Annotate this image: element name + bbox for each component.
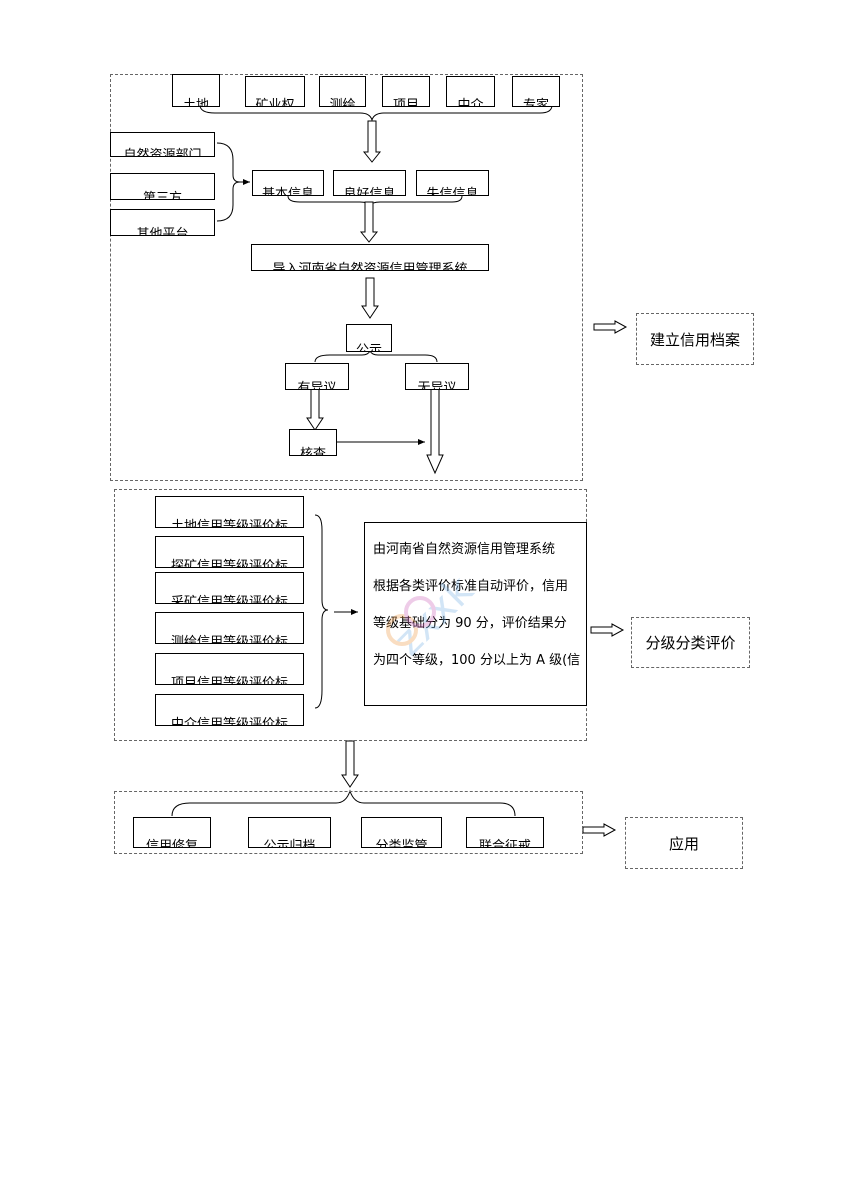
subject-box-intermediary: 中介: [446, 76, 495, 107]
description-line: 由河南省自然资源信用管理系统: [373, 542, 556, 557]
standard-label: 探矿信用等级评价标: [170, 559, 288, 568]
evaluation-description-box: 由河南省自然资源信用管理系统 根据各类评价标准自动评价，信用 等级基础分为 90…: [364, 522, 587, 706]
standard-box-surveying: 测绘信用等级评价标: [155, 612, 304, 644]
standard-box-mining: 采矿信用等级评价标: [155, 572, 304, 604]
subject-label: 土地: [182, 98, 209, 107]
info-label: 基本信息: [261, 187, 314, 196]
app-box-classified-supervision: 分类监管: [361, 817, 442, 848]
subject-box-land: 土地: [172, 74, 220, 107]
standard-box-exploration: 探矿信用等级评价标: [155, 536, 304, 568]
description-line: 根据各类评价标准自动评价，信用: [373, 579, 569, 594]
source-label: 自然资源部门: [123, 148, 202, 157]
subject-box-surveying: 测绘: [319, 76, 366, 107]
side-label-application: 应用: [625, 817, 743, 869]
channel-box-objection: 有异议: [285, 363, 349, 390]
platform-import-box: 导入河南省自然资源信用管理系统: [251, 244, 489, 271]
publicity-box: 公示: [346, 324, 392, 352]
app-label: 公示归档: [263, 839, 316, 848]
source-box-third-party: 第三方: [110, 173, 215, 200]
standard-box-intermediary: 中介信用等级评价标: [155, 694, 304, 726]
app-label: 分类监管: [375, 839, 428, 848]
verify-box: 核查: [289, 429, 337, 456]
app-box-joint-punishment: 联合征戒: [466, 817, 544, 848]
side-label-build-credit-archive: 建立信用档案: [636, 313, 754, 365]
source-box-natural-resources-dept: 自然资源部门: [110, 132, 215, 157]
channel-label: 有异议: [297, 381, 337, 390]
subject-label: 测绘: [329, 98, 356, 107]
standard-label: 中介信用等级评价标: [170, 717, 288, 726]
standard-box-land: 土地信用等级评价标: [155, 496, 304, 528]
standard-label: 测绘信用等级评价标: [170, 635, 288, 644]
app-label: 联合征戒: [478, 839, 531, 848]
app-label: 信用修复: [145, 839, 198, 848]
source-box-other-platforms: 其他平台: [110, 209, 215, 236]
subject-label: 专家: [522, 98, 549, 107]
subject-label: 矿业权: [255, 98, 295, 107]
publicity-label: 公示: [355, 343, 382, 352]
channel-label: 无异议: [417, 381, 457, 390]
info-box-good: 良好信息: [333, 170, 406, 196]
source-label: 第三方: [142, 191, 182, 200]
info-label: 良好信息: [343, 187, 396, 196]
standard-box-project: 项目信用等级评价标: [155, 653, 304, 685]
description-line: 为四个等级，100 分以上为 A 级(信: [373, 653, 581, 668]
info-label: 失信信息: [426, 187, 479, 196]
app-box-credit-repair: 信用修复: [133, 817, 211, 848]
application-section-frame: [114, 791, 583, 854]
standard-label: 采矿信用等级评价标: [170, 595, 288, 604]
info-box-basic: 基本信息: [252, 170, 324, 196]
watermark-logo: zxxk: [385, 567, 483, 665]
source-label: 其他平台: [136, 227, 189, 236]
app-box-public-archive: 公示归档: [248, 817, 331, 848]
platform-label: 导入河南省自然资源信用管理系统: [272, 262, 468, 271]
description-line: 等级基础分为 90 分，评价结果分: [373, 616, 567, 631]
subject-label: 中介: [457, 98, 484, 107]
info-box-dishonest: 失信信息: [416, 170, 489, 196]
verify-label: 核查: [299, 447, 326, 456]
channel-box-no-objection: 无异议: [405, 363, 469, 390]
side-label-graded-evaluation: 分级分类评价: [631, 617, 750, 668]
archive-section-frame: [110, 74, 583, 481]
standard-label: 土地信用等级评价标: [170, 519, 288, 528]
subject-box-mining-rights: 矿业权: [245, 76, 305, 107]
standard-label: 项目信用等级评价标: [170, 676, 288, 685]
subject-box-expert: 专家: [512, 76, 560, 107]
subject-label: 项目: [392, 98, 419, 107]
subject-box-project: 项目: [382, 76, 430, 107]
